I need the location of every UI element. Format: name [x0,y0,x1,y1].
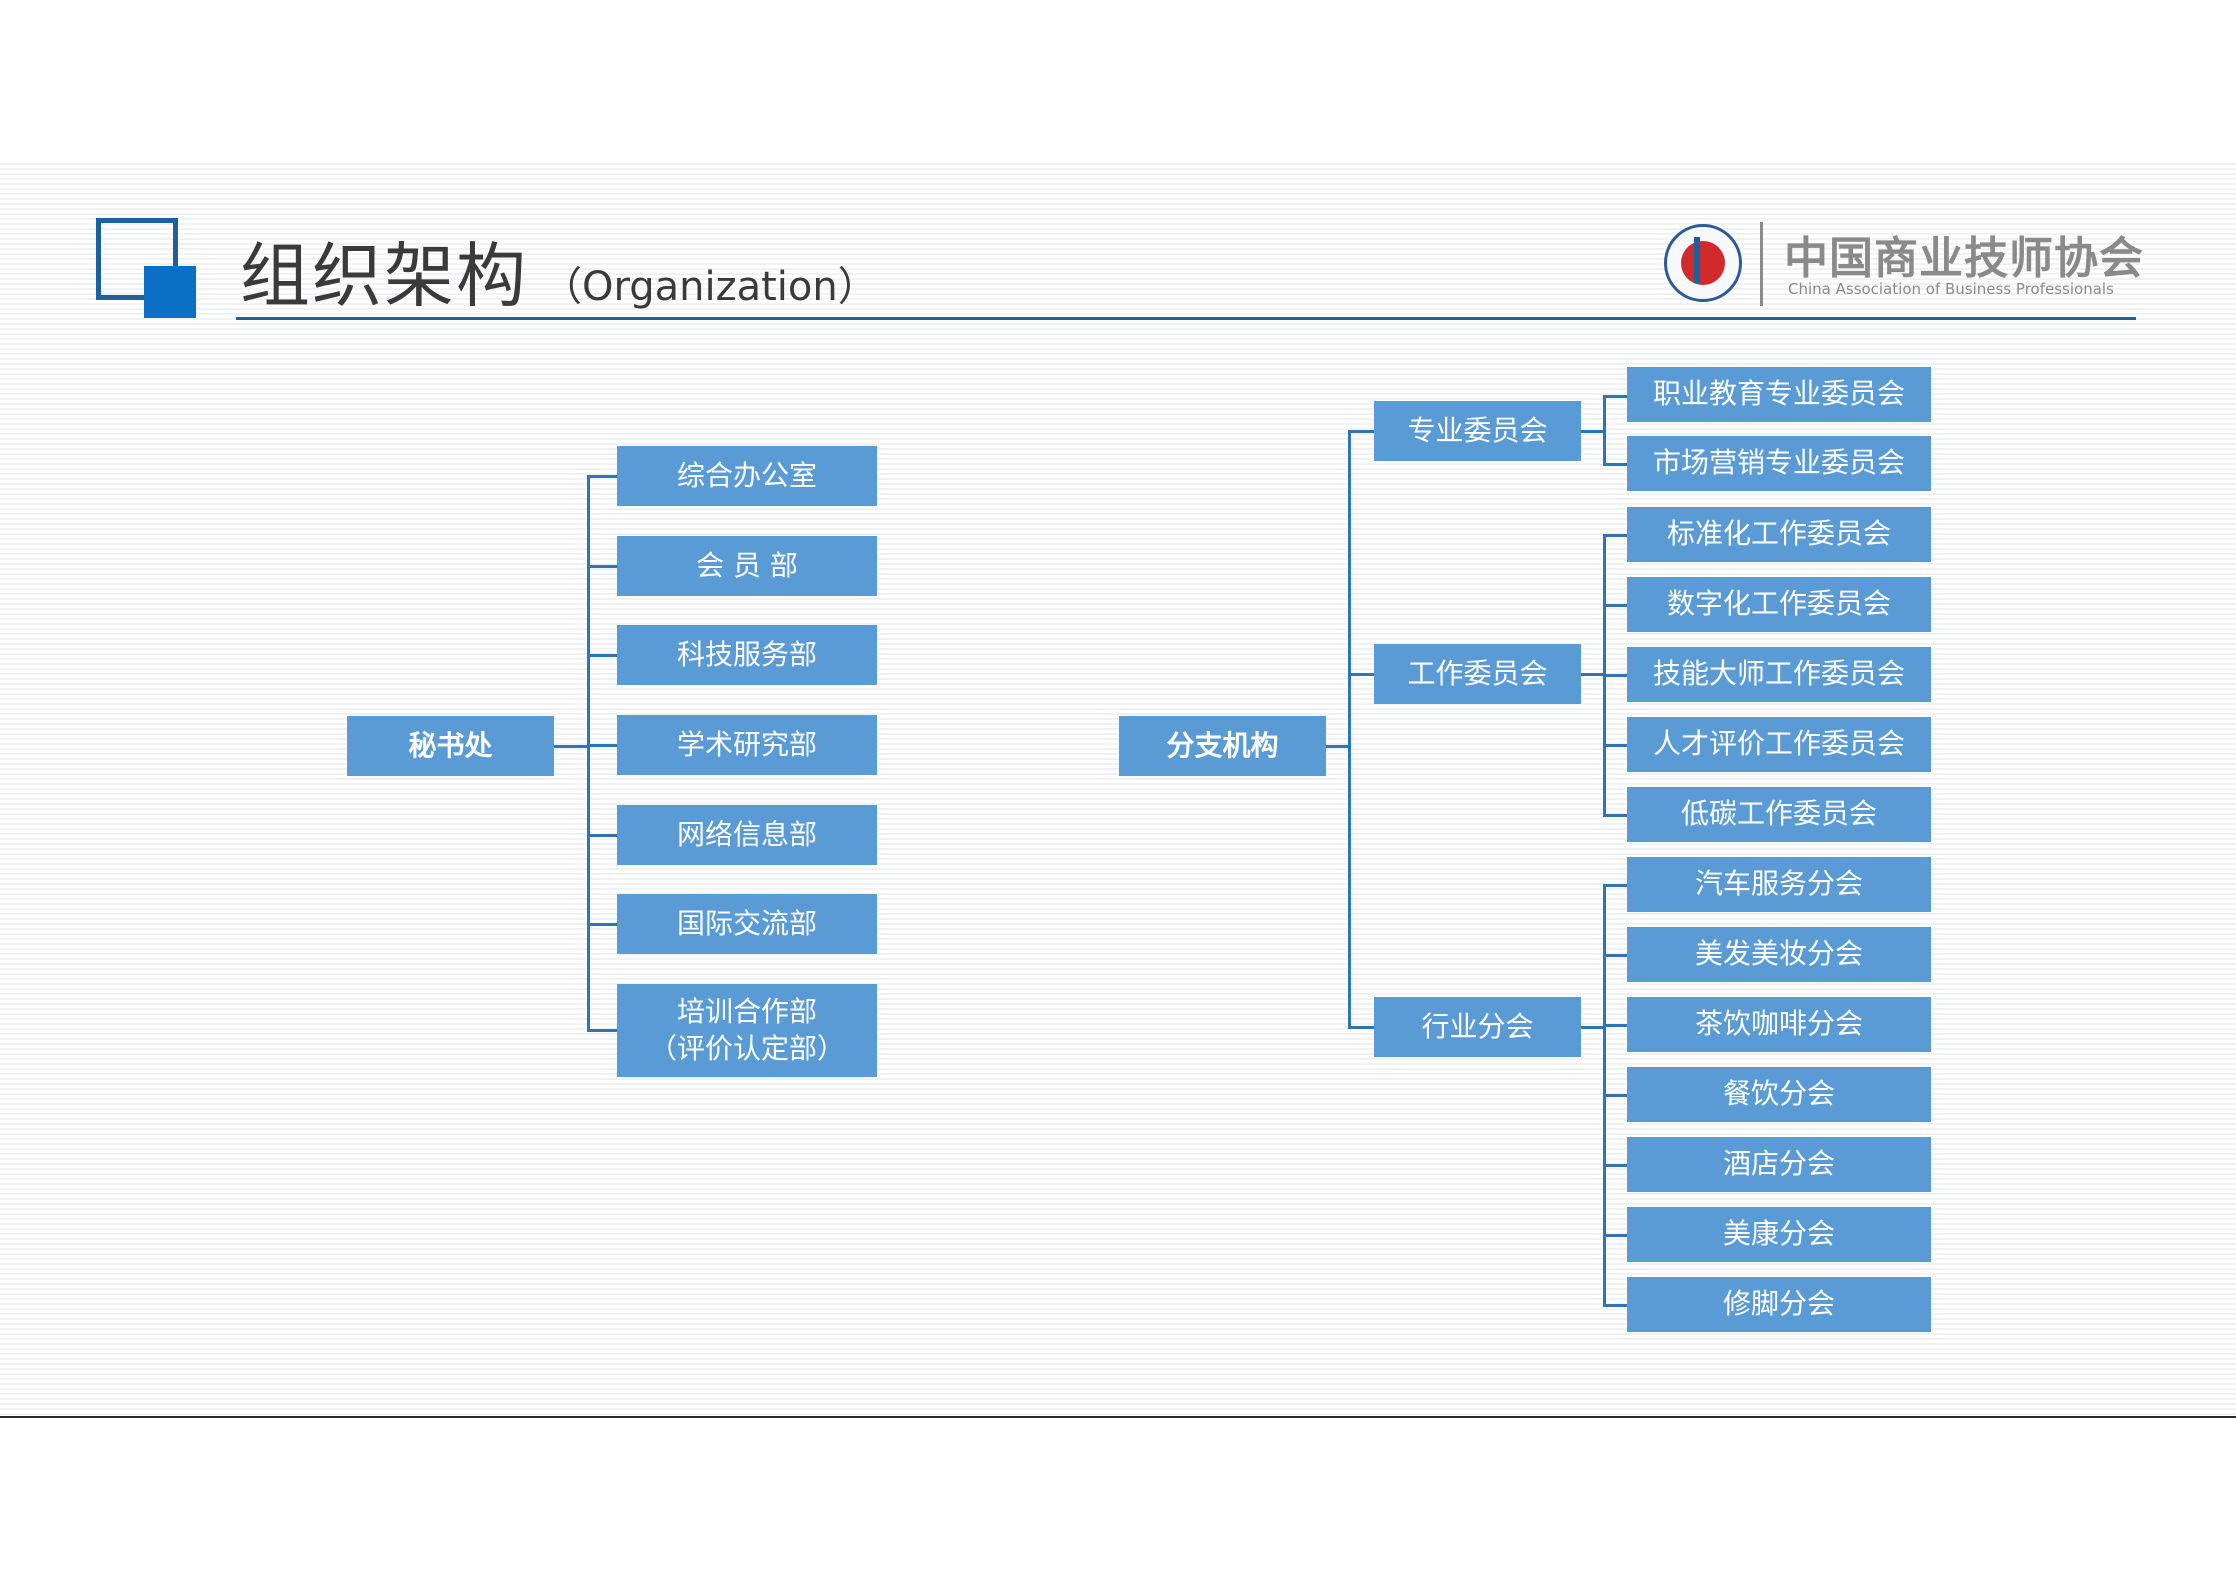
node-industry-item: 汽车服务分会 [1627,857,1931,912]
node-branches: 分支机构 [1119,716,1326,776]
org-name-chinese: 中国商业技师协会 [1784,233,2144,284]
node-industry-item: 修脚分会 [1627,1277,1931,1332]
connector-working-item-2 [1603,604,1627,607]
node-dept-training: 培训合作部 （评价认定部） [617,984,877,1077]
org-seal-emblem [1681,241,1725,285]
connector-working-item-3 [1603,674,1627,677]
node-specialty-item: 职业教育专业委员会 [1627,367,1931,422]
connector-branches-stem [1326,745,1350,748]
connector-specialty-stem [1581,430,1605,433]
node-dept-training-line1: 培训合作部 [676,995,817,1029]
node-industry-item: 餐饮分会 [1627,1067,1931,1122]
connector-dept-3 [587,654,617,657]
node-working-item: 人才评价工作委员会 [1627,717,1931,772]
connector-dept-6 [587,923,617,926]
connector-industry-item-1 [1603,884,1627,887]
node-dept: 科技服务部 [617,625,877,685]
connector-dept-4 [587,744,617,747]
title-square-icon [96,218,178,300]
connector-branches-spine [1348,430,1351,1028]
connector-industry-item-6 [1603,1234,1627,1237]
node-dept: 国际交流部 [617,894,877,954]
node-dept: 网络信息部 [617,805,877,865]
connector-specialty-item-1 [1603,395,1627,398]
page-title-subtitle: （Organization） [542,264,878,310]
node-dept-training-line2: （评价认定部） [648,1031,845,1065]
org-logo: 中国商业技师协会 China Association of Business P… [1660,220,2143,310]
org-seal-bar [1694,237,1700,283]
node-working-committee: 工作委员会 [1374,644,1581,704]
node-industry-item: 美康分会 [1627,1207,1931,1262]
node-industry-branch: 行业分会 [1374,997,1581,1057]
connector-secretariat-stem [554,745,588,748]
connector-working-item-4 [1603,744,1627,747]
org-seal-icon [1664,224,1742,302]
node-industry-item: 美发美妆分会 [1627,927,1931,982]
page-title-main: 组织架构 [240,235,528,317]
connector-dept-5 [587,834,617,837]
bottom-divider [0,1416,2236,1418]
connector-industry [1348,1026,1374,1029]
node-specialty-item: 市场营销专业委员会 [1627,436,1931,491]
connector-industry-stem [1581,1026,1605,1029]
connector-secretariat-spine [587,475,590,1031]
connector-working-item-5 [1603,814,1627,817]
connector-dept-7 [587,1029,617,1032]
title-square-fill-icon [144,266,196,318]
node-industry-item: 茶饮咖啡分会 [1627,997,1931,1052]
connector-dept-2 [587,565,617,568]
page-title: 组织架构 （Organization） [240,220,878,317]
node-working-item: 标准化工作委员会 [1627,507,1931,562]
node-working-item: 技能大师工作委员会 [1627,647,1931,702]
connector-industry-item-5 [1603,1164,1627,1167]
node-dept: 综合办公室 [617,446,877,506]
connector-industry-item-4 [1603,1094,1627,1097]
connector-specialty-item-2 [1603,463,1627,466]
node-specialty-committee: 专业委员会 [1374,401,1581,461]
connector-specialty-spine [1603,395,1606,465]
connector-dept-1 [587,475,617,478]
node-dept: 学术研究部 [617,715,877,775]
node-dept: 会 员 部 [617,536,877,596]
org-name-english: China Association of Business Profession… [1788,280,2114,298]
node-secretariat: 秘书处 [347,716,554,776]
connector-specialty [1348,430,1374,433]
org-logo-divider [1760,222,1763,306]
node-working-item: 数字化工作委员会 [1627,577,1931,632]
node-working-item: 低碳工作委员会 [1627,787,1931,842]
connector-working-item-1 [1603,534,1627,537]
node-industry-item: 酒店分会 [1627,1137,1931,1192]
connector-industry-item-7 [1603,1304,1627,1307]
connector-working-stem [1581,673,1605,676]
connector-industry-item-2 [1603,954,1627,957]
title-underline [236,317,2136,320]
connector-working [1348,673,1374,676]
connector-industry-item-3 [1603,1024,1627,1027]
